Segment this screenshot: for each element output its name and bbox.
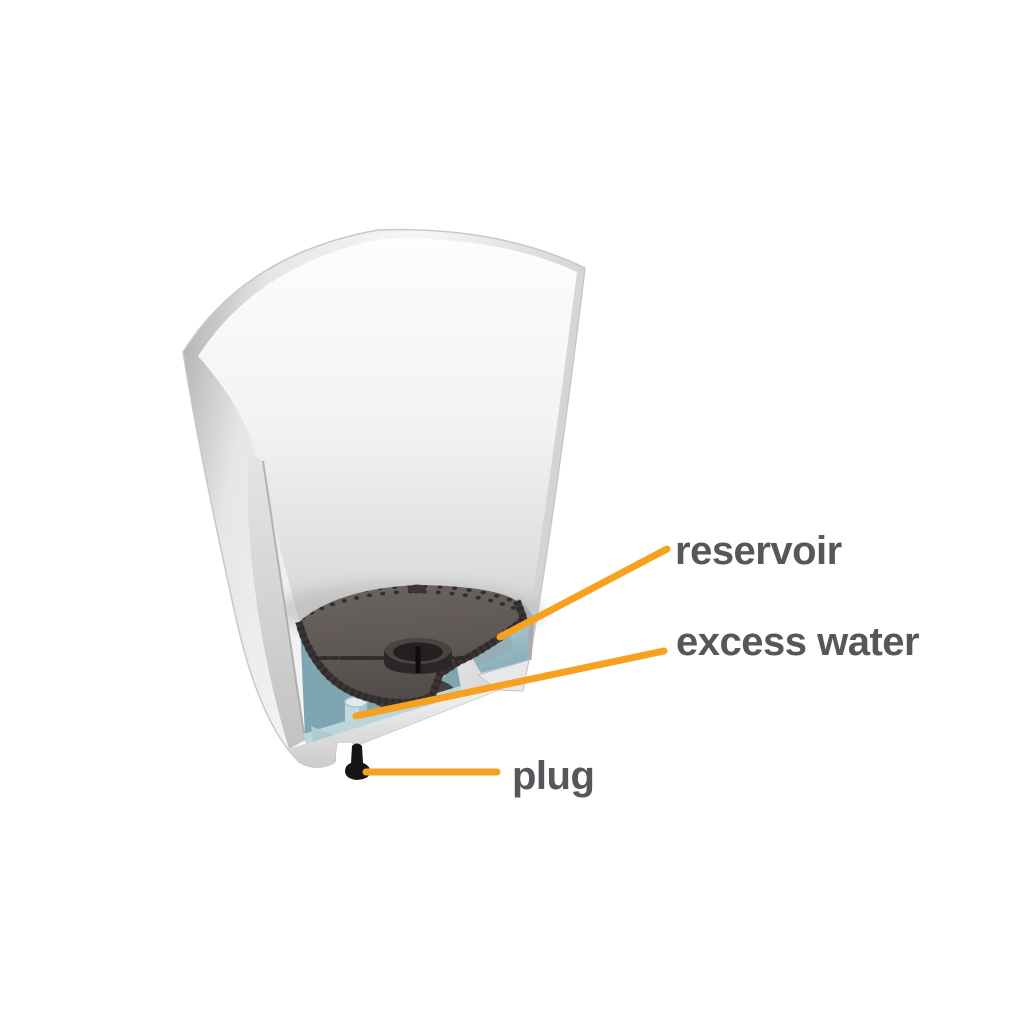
- excess-water-label: excess water: [676, 620, 919, 664]
- cut-face-left-inner-edge: [262, 460, 306, 741]
- pot-base-front: [289, 690, 498, 768]
- center-tube-front: [384, 651, 452, 674]
- cut-face-left: [247, 454, 305, 749]
- center-tube-slit: [415, 646, 421, 673]
- leader-lines: [352, 545, 671, 776]
- plate-notch: [408, 584, 426, 594]
- plug-label: plug: [512, 754, 594, 798]
- excess-water-leader-line: [352, 647, 668, 720]
- pot-interior: [198, 238, 577, 643]
- water-under-plate: [300, 624, 461, 737]
- reservoir-label: reservoir: [675, 529, 842, 573]
- reservoir-leader-line: [496, 545, 671, 641]
